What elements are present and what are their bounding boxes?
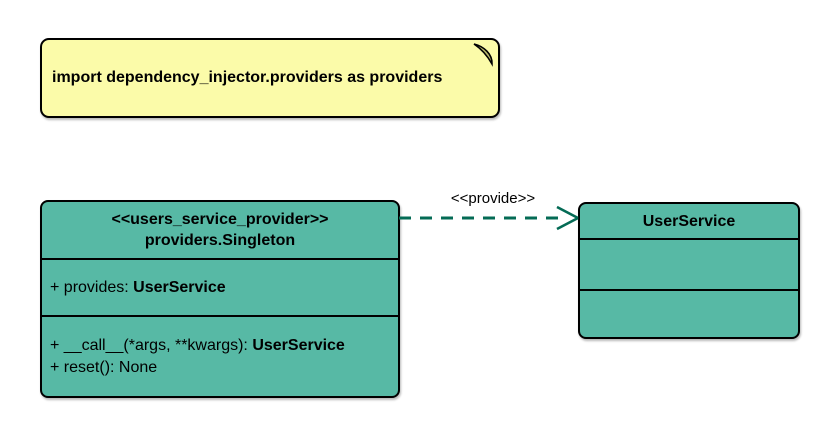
class-user-service: UserService xyxy=(578,202,800,339)
provide-arrow xyxy=(399,205,579,231)
attribute-provides: + provides: UserService xyxy=(50,278,226,296)
class-name: providers.Singleton xyxy=(144,232,296,249)
attributes-compartment: + provides: UserService xyxy=(42,258,398,315)
provide-arrow-label: <<provide>> xyxy=(450,190,536,207)
class-name: UserService xyxy=(642,212,736,230)
note-fold-icon xyxy=(473,43,493,67)
class-stereotype: <<users_service_provider>> xyxy=(111,211,329,228)
attributes-compartment-empty xyxy=(580,238,798,289)
import-note: import dependency_injector.providers as … xyxy=(40,38,500,118)
methods-compartment-empty xyxy=(580,289,798,337)
methods-compartment: + __call__(*args, **kwargs): UserService… xyxy=(42,315,398,396)
class-header: <<users_service_provider>> providers.Sin… xyxy=(42,202,398,258)
class-header: UserService xyxy=(580,204,798,238)
method-call: + __call__(*args, **kwargs): UserService xyxy=(50,336,345,354)
class-users-service-provider: <<users_service_provider>> providers.Sin… xyxy=(40,200,400,398)
method-reset: + reset(): None xyxy=(50,358,158,376)
import-note-text: import dependency_injector.providers as … xyxy=(52,69,443,86)
